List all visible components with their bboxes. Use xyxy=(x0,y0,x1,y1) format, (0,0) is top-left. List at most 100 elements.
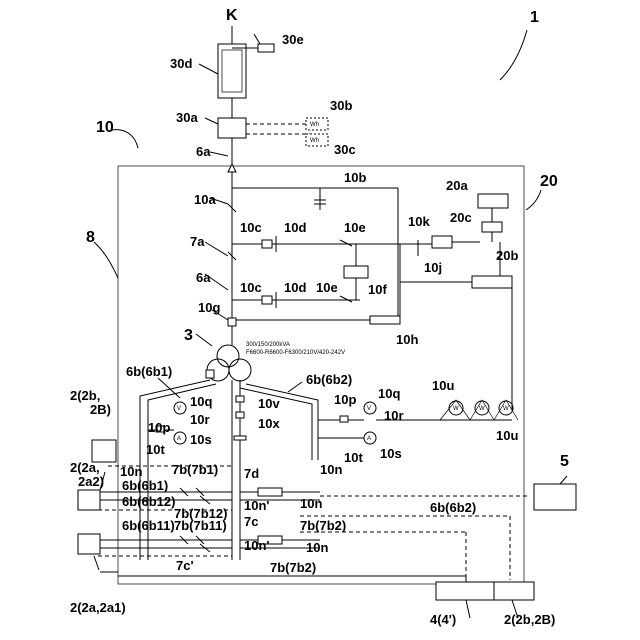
label-10u-bottom: 10u xyxy=(496,428,518,443)
label-10n-a: 10n xyxy=(120,464,142,479)
block-10k xyxy=(432,236,452,248)
label-6b1-mid: 6b(6b1) xyxy=(122,478,168,493)
label-7b11: 7b(7b11) xyxy=(174,518,227,533)
label-10t-right: 10t xyxy=(344,450,363,465)
label-transformer-3: 3 xyxy=(184,327,193,344)
label-box-5: 5 xyxy=(560,453,569,470)
label-10g: 10g xyxy=(198,300,220,315)
block-30e xyxy=(258,44,274,52)
label-30e: 30e xyxy=(282,32,304,47)
label-7b1: 7b(7b1) xyxy=(172,462,218,477)
label-30b: 30b xyxy=(330,98,352,113)
label-10e-lower: 10e xyxy=(316,280,338,295)
box-4 xyxy=(436,582,494,600)
label-10k: 10k xyxy=(408,214,430,229)
label-unit-10: 10 xyxy=(96,119,114,136)
block-20c xyxy=(482,222,502,232)
label-7d: 7d xyxy=(244,466,259,481)
svg-text:W: W xyxy=(479,406,485,412)
label-10n-prime-b: 10n' xyxy=(244,538,270,553)
svg-text:V: V xyxy=(177,406,181,412)
label-10s-right: 10s xyxy=(380,446,402,461)
label-7c-prime: 7c' xyxy=(176,558,194,573)
svg-text:V: V xyxy=(367,406,371,412)
label-30d: 30d xyxy=(170,56,192,71)
label-2-2a-line1: 2(2a, xyxy=(70,460,100,475)
transformer-spec-2: F6600-R6600-F6300/210V/420-242V xyxy=(246,350,345,356)
label-7b2-a: 7b(7b2) xyxy=(300,518,346,533)
label-6a-mid: 6a xyxy=(196,270,211,285)
label-10r-right: 10r xyxy=(384,408,404,423)
block-20b xyxy=(472,276,512,288)
label-10b: 10b xyxy=(344,170,366,185)
label-10j: 10j xyxy=(424,260,442,275)
label-7a: 7a xyxy=(190,234,205,249)
label-block-20: 20 xyxy=(540,173,558,190)
switch-group-7b11 xyxy=(180,536,210,552)
label-30c: 30c xyxy=(334,142,356,157)
label-6b11: 6b(6b11) xyxy=(122,518,175,533)
box-2-2b-2B-bottom xyxy=(494,582,534,600)
wh-meter-label-2: Wh xyxy=(310,138,319,144)
block-30a xyxy=(218,118,246,138)
svg-text:W: W xyxy=(503,406,509,412)
label-7b2-b: 7b(7b2) xyxy=(270,560,316,575)
box-2-2b-2B-left xyxy=(92,440,116,462)
label-10f: 10f xyxy=(368,282,387,297)
label-10q-left: 10q xyxy=(190,394,212,409)
label-10r-left: 10r xyxy=(190,412,210,427)
label-enclosure-8: 8 xyxy=(86,229,95,246)
box-2-2a-2a2 xyxy=(78,490,100,510)
label-6b2-mid: 6b(6b2) xyxy=(430,500,476,515)
label-20c: 20c xyxy=(450,210,472,225)
label-10p-right: 10p xyxy=(334,392,356,407)
label-10x: 10x xyxy=(258,416,280,431)
label-10n-c: 10n xyxy=(300,496,322,511)
label-box-4: 4(4') xyxy=(430,612,456,627)
label-K: K xyxy=(226,7,238,24)
label-10c-lower: 10c xyxy=(240,280,262,295)
label-10t-left: 10t xyxy=(146,442,165,457)
svg-text:A: A xyxy=(367,436,371,442)
label-system-1: 1 xyxy=(530,9,539,26)
block-10f xyxy=(344,266,368,278)
label-2-2a-2a1: 2(2a,2a1) xyxy=(70,600,126,615)
label-10p-left: 10p xyxy=(148,420,170,435)
label-6b12: 6b(6b12) xyxy=(122,494,175,509)
box-5 xyxy=(534,484,576,510)
svg-text:A: A xyxy=(177,436,181,442)
label-10d-upper: 10d xyxy=(284,220,306,235)
label-2-2b-2B-bottom: 2(2b,2B) xyxy=(504,612,555,627)
label-10n-b: 10n xyxy=(320,462,342,477)
label-10n-prime-a: 10n' xyxy=(244,498,270,513)
label-2-2b-line1: 2(2b, xyxy=(70,388,100,403)
block-20a xyxy=(478,194,508,208)
label-20a: 20a xyxy=(446,178,468,193)
label-6a-top: 6a xyxy=(196,144,211,159)
label-10v: 10v xyxy=(258,396,280,411)
switch-group-7b1 xyxy=(180,488,210,504)
wh-meter-label-1: Wh xyxy=(310,122,319,128)
transformer-spec-1: 300/150/200kVA xyxy=(246,342,290,348)
transformer-primary xyxy=(217,345,239,367)
label-10e-upper: 10e xyxy=(344,220,366,235)
label-10u-top: 10u xyxy=(432,378,454,393)
transformer-secondary-right xyxy=(229,359,251,381)
label-10d-lower: 10d xyxy=(284,280,306,295)
label-2-2b-line2: 2B) xyxy=(90,402,111,417)
label-10s-left: 10s xyxy=(190,432,212,447)
box-2-2a-2a1 xyxy=(78,534,100,554)
label-10a: 10a xyxy=(194,192,216,207)
label-6b2-top: 6b(6b2) xyxy=(306,372,352,387)
label-10c-upper: 10c xyxy=(240,220,262,235)
label-30a: 30a xyxy=(176,110,198,125)
block-10h xyxy=(370,316,400,324)
label-10h: 10h xyxy=(396,332,418,347)
label-6b1-top: 6b(6b1) xyxy=(126,364,172,379)
label-20b: 20b xyxy=(496,248,518,263)
label-7c: 7c xyxy=(244,514,258,529)
label-10n-d: 10n xyxy=(306,540,328,555)
block-10g xyxy=(228,318,236,326)
svg-text:W: W xyxy=(453,406,459,412)
